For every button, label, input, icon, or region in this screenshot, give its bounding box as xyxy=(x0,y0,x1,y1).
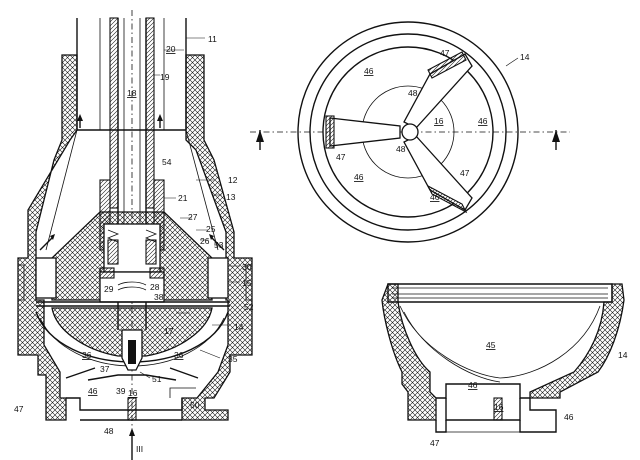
ref-36-left: 36 xyxy=(82,350,92,360)
ref-47-plan-top: 47 xyxy=(440,48,450,58)
outer-body-right xyxy=(181,54,253,421)
ref-47-plan-right: 47 xyxy=(460,168,470,178)
ref-16-plan: 16 xyxy=(434,116,444,126)
ref-48-plan-bottom: 48 xyxy=(396,144,406,154)
outer-body-left xyxy=(17,54,78,421)
ref-III: III xyxy=(136,444,143,454)
ref-39: 39 xyxy=(116,386,126,396)
ref-48-plan-top: 48 xyxy=(408,88,418,98)
ref-14-left: 14 xyxy=(234,322,244,332)
inner-pipe-wall-right xyxy=(145,17,155,209)
ref-12: 12 xyxy=(228,175,238,185)
ref-35: 35 xyxy=(228,354,238,364)
ref-46-plan-lowright: 46 xyxy=(430,192,440,202)
ref-54: 54 xyxy=(162,157,172,167)
ref-52: 52 xyxy=(244,302,254,312)
ref-17: 17 xyxy=(164,326,174,336)
ref-21: 21 xyxy=(178,193,188,203)
ref-46-plan-top: 46 xyxy=(364,66,374,76)
bowl-section-bottom-right: 45 46 16 46 14 47 xyxy=(381,283,628,448)
ref-19: 19 xyxy=(160,72,170,82)
spider-arm-left xyxy=(329,117,401,147)
inner-pipe-wall-left xyxy=(109,17,119,209)
ref-16-left: 16 xyxy=(128,388,138,398)
section-view-left: 11 20 19 18 54 12 13 21 27 25 26 53 30 1… xyxy=(14,10,254,460)
ref-14-bowl: 14 xyxy=(618,350,628,360)
ref-13: 13 xyxy=(226,192,236,202)
ref-16-bowl: 16 xyxy=(494,402,504,412)
ref-29: 29 xyxy=(104,284,114,294)
ref-18: 18 xyxy=(127,88,137,98)
ref-47-plan-left: 47 xyxy=(336,152,346,162)
ref-36-right: 36 xyxy=(174,350,184,360)
ref-50: 50 xyxy=(190,400,200,410)
ref-51: 51 xyxy=(152,374,162,384)
ref-46-left: 46 xyxy=(88,386,98,396)
ref-46-bowl-left: 46 xyxy=(468,380,478,390)
ref-47-left: 47 xyxy=(14,404,24,414)
ref-30: 30 xyxy=(242,262,252,272)
ref-46-plan-bottom: 46 xyxy=(354,172,364,182)
ref-25: 25 xyxy=(206,224,216,234)
ref-53: 53 xyxy=(214,240,224,250)
ref-11: 11 xyxy=(208,34,217,44)
ref-37: 37 xyxy=(100,364,110,374)
ref-15: 15 xyxy=(242,278,252,288)
ref-28: 28 xyxy=(150,282,160,292)
ref-46-bowl-right: 46 xyxy=(564,412,574,422)
ref-38: 38 xyxy=(154,292,164,302)
bowl-wall-left xyxy=(381,283,437,421)
ref-46-plan-right: 46 xyxy=(478,116,488,126)
ref-20: 20 xyxy=(166,44,176,54)
ref-26: 26 xyxy=(200,236,210,246)
ref-48-left: 48 xyxy=(104,426,114,436)
ref-14-plan: 14 xyxy=(520,52,530,62)
plan-view-top-right: 14 47 46 48 16 46 47 48 46 47 46 xyxy=(250,21,570,243)
bowl-wall-right xyxy=(529,283,625,399)
ref-47-bowl: 47 xyxy=(430,438,440,448)
ref-45: 45 xyxy=(486,340,496,350)
ref-27: 27 xyxy=(188,212,198,222)
